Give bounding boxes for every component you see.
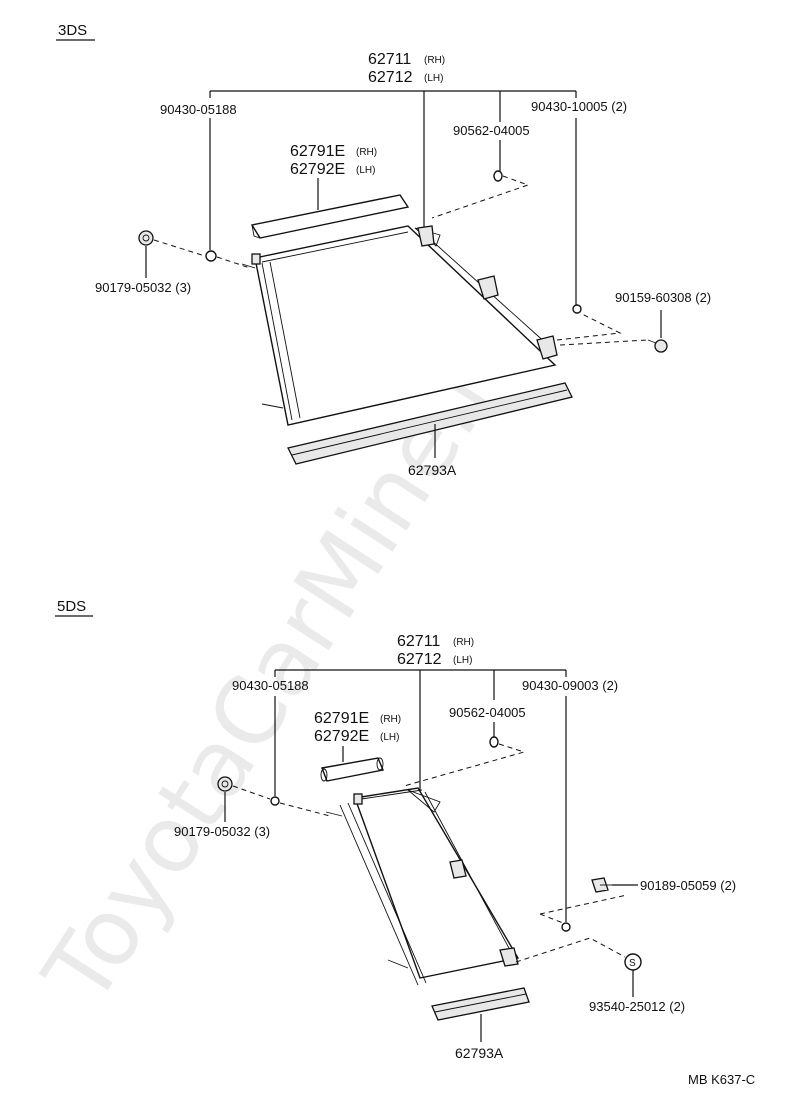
- label-cover-lh-suffix: (LH): [380, 732, 399, 743]
- clip-dash-line: [216, 256, 251, 269]
- section-5ds: 5DS 62711 (RH) 62712 (LH) 90430-05188 90…: [55, 598, 736, 1061]
- clip-left-part: [205, 250, 217, 262]
- grommet-part: [138, 230, 154, 246]
- nut-part: [493, 170, 503, 182]
- label-main-lh-suffix: (LH): [453, 655, 472, 666]
- s-mark: S: [629, 958, 636, 969]
- bolt-part: [647, 339, 668, 353]
- label-main-rh: 62711: [397, 633, 440, 650]
- label-cover-lh-suffix: (LH): [356, 165, 375, 176]
- section-title-3ds: 3DS: [58, 22, 87, 39]
- bolt-dash-line: [515, 937, 626, 963]
- label-cover-lh: 62792E: [290, 161, 345, 178]
- label-bolt: 90159-60308 (2): [615, 290, 711, 305]
- label-main-rh-suffix: (RH): [424, 55, 445, 66]
- leader-bracket: [209, 90, 577, 228]
- label-main-lh-suffix: (LH): [424, 73, 443, 84]
- diagram-code: MB K637-C: [688, 1072, 755, 1087]
- clip-left-part: [270, 796, 280, 806]
- label-rail: 62793A: [455, 1045, 504, 1061]
- label-main-lh: 62712: [397, 651, 442, 668]
- nut-dash-line: [431, 175, 530, 219]
- label-nut: 90562-04005: [453, 123, 530, 138]
- label-cover-rh: 62791E: [290, 143, 345, 160]
- screw-dash-line: [539, 894, 628, 915]
- clip-right-part: [572, 304, 582, 314]
- label-cover-rh-suffix: (RH): [380, 714, 401, 725]
- cover-part: [320, 757, 384, 782]
- label-grommet: 90179-05032 (3): [174, 824, 270, 839]
- clip-right-dash-line: [539, 913, 564, 924]
- rail-part: [431, 987, 530, 1021]
- section-3ds: 3DS 62711 (RH) 62712 (LH) 90430-05188 90…: [56, 22, 711, 478]
- s-bolt-part: S: [624, 953, 642, 971]
- sunshade-assembly: [325, 787, 520, 986]
- label-main-rh-suffix: (RH): [453, 637, 474, 648]
- nut-part: [489, 736, 499, 748]
- mount-bracket-low: [499, 947, 519, 967]
- mount-bracket-low: [536, 335, 558, 360]
- clip-dash-line: [279, 802, 331, 817]
- label-screw: 90189-05059 (2): [640, 878, 736, 893]
- grommet-dash-line: [153, 239, 206, 257]
- label-rail: 62793A: [408, 462, 457, 478]
- screw-part: [591, 877, 612, 893]
- mount-bracket-mid: [477, 275, 499, 300]
- label-clip-left: 90430-05188: [160, 102, 237, 117]
- cover-part: [250, 194, 410, 239]
- label-clip-left: 90430-05188: [232, 678, 309, 693]
- label-nut: 90562-04005: [449, 705, 526, 720]
- top-hinge: [353, 793, 363, 805]
- mount-bracket-mid: [449, 859, 467, 879]
- label-bolt: 93540-25012 (2): [589, 999, 685, 1014]
- label-main-rh: 62711: [368, 51, 411, 68]
- label-cover-rh-suffix: (RH): [356, 147, 377, 158]
- label-clip-right: 90430-09003 (2): [522, 678, 618, 693]
- section-title-5ds: 5DS: [57, 598, 86, 615]
- clip-right-part: [561, 922, 571, 932]
- sunshade-assembly: [241, 225, 558, 426]
- label-cover-lh: 62792E: [314, 728, 369, 745]
- label-clip-right: 90430-10005 (2): [531, 99, 627, 114]
- rail-part: [287, 382, 573, 465]
- grommet-part: [217, 776, 233, 792]
- top-hinge: [251, 253, 261, 265]
- clip-right-dash-line: [556, 312, 622, 341]
- label-main-lh: 62712: [368, 69, 413, 86]
- label-grommet: 90179-05032 (3): [95, 280, 191, 295]
- nut-dash-line: [403, 743, 526, 787]
- bolt-dash-line: [559, 339, 649, 346]
- label-cover-rh: 62791E: [314, 710, 369, 727]
- mount-bracket-top: [417, 225, 435, 247]
- grommet-dash-line: [232, 785, 271, 800]
